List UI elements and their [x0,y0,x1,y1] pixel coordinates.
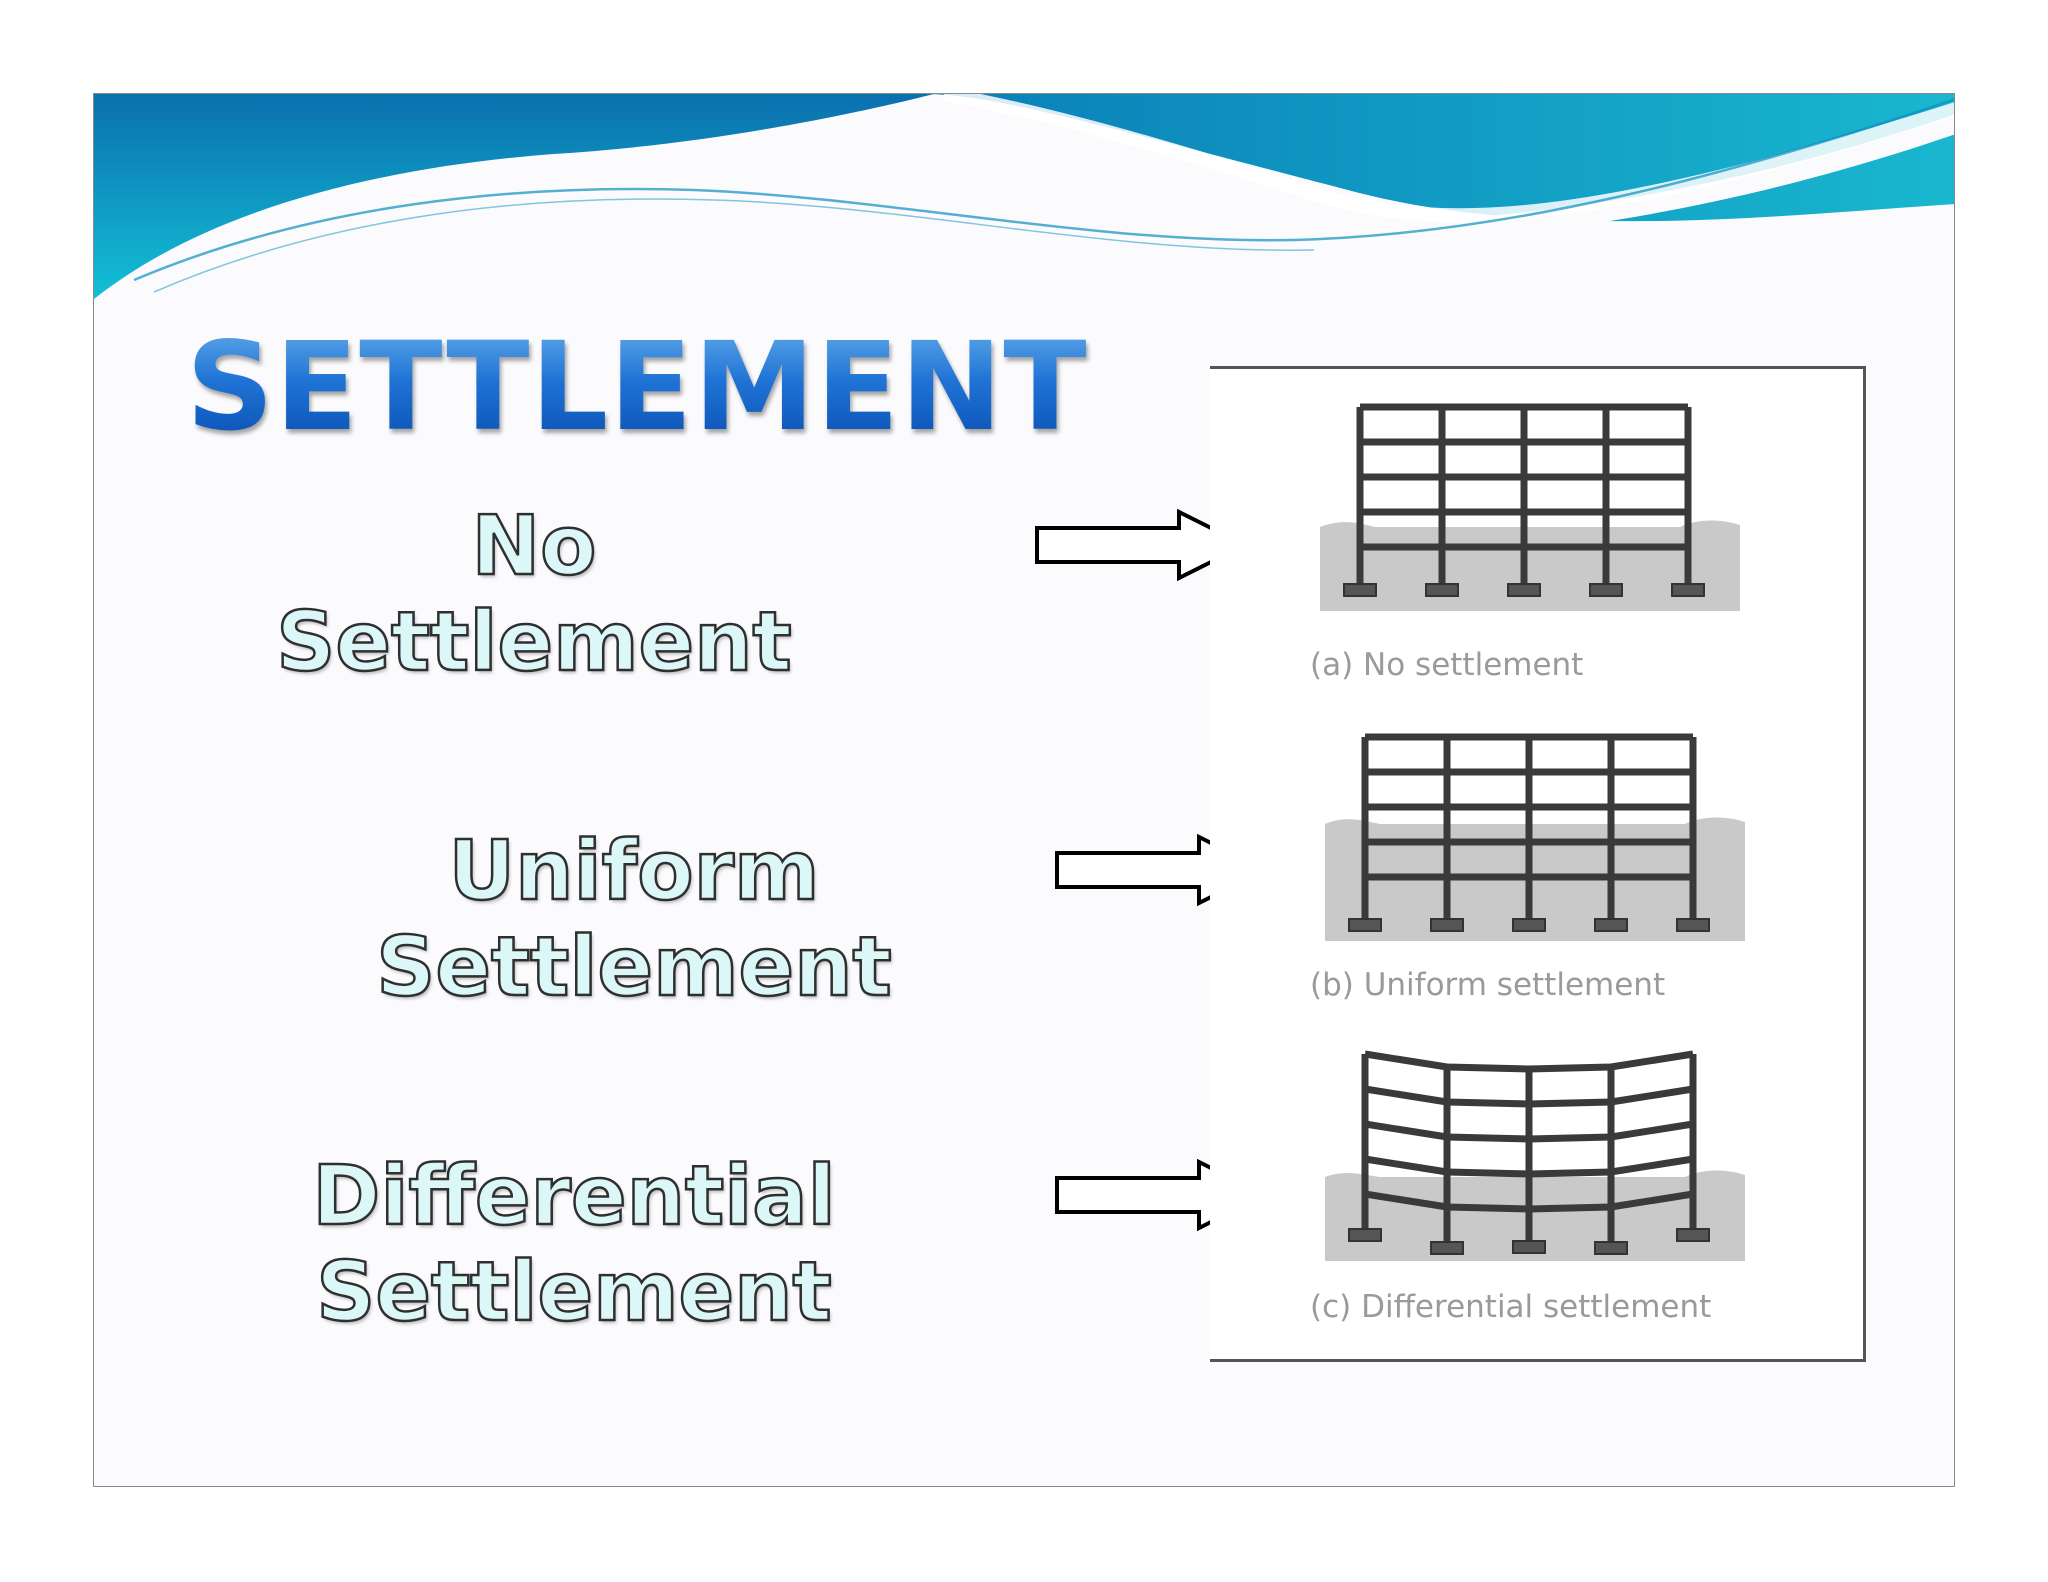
label-differential-settlement: Differential Settlement [294,1148,854,1342]
label-line: Settlement [375,919,893,1017]
building-frame-no-settlement-icon [1320,403,1740,611]
building-frame-differential-settlement-icon [1325,1050,1745,1261]
label-no-settlement: No Settlement [254,498,814,692]
figure-panel: (a) No settlement [1210,366,1866,1362]
label-line: Differential [311,1148,837,1246]
caption-uniform-settlement: (b) Uniform settlement [1310,967,1666,1003]
label-uniform-settlement: Uniform Settlement [354,823,914,1017]
label-line: Uniform [447,823,820,921]
building-frame-uniform-settlement-icon [1325,733,1745,941]
header-wave-decoration [94,94,1954,334]
label-line: No Settlement [275,498,793,692]
caption-differential-settlement: (c) Differential settlement [1310,1289,1712,1325]
slide-title: SETTLEMENT [186,316,1088,458]
label-line: Settlement [315,1244,833,1342]
caption-no-settlement: (a) No settlement [1310,647,1584,683]
slide: SETTLEMENT No Settlement Uniform Settlem… [93,93,1955,1487]
